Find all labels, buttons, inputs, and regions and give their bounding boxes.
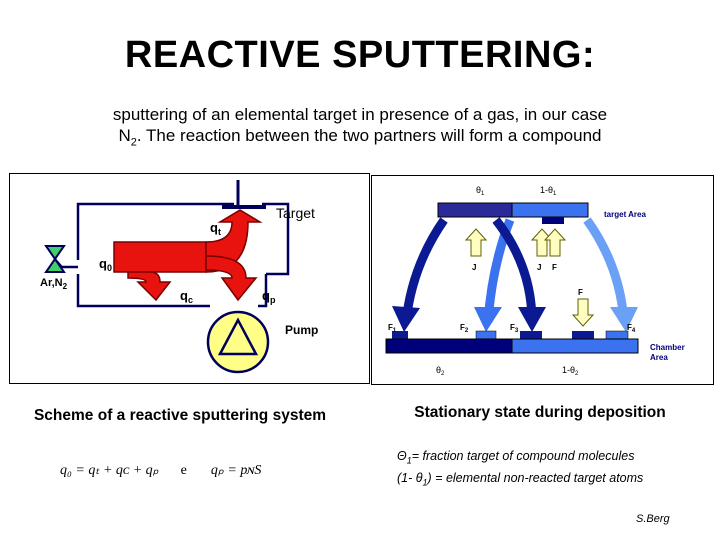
flux-to-f1 — [401, 217, 448, 323]
target-label: Target — [276, 205, 315, 221]
subtitle-line-1: sputtering of an elemental target in pre… — [112, 105, 608, 124]
flow-qc-arrow — [127, 271, 172, 302]
chamber-wall-bottom — [76, 274, 210, 308]
q0-label: q0 — [99, 256, 112, 273]
formula-rhs: qₚ = pɴS — [210, 463, 262, 478]
f2-deposit — [475, 330, 497, 340]
target-compound-island — [542, 217, 564, 224]
f1-deposit — [392, 331, 408, 339]
f4-deposit — [605, 330, 629, 340]
f-top-arrow — [543, 228, 567, 257]
definitions: Θ1= fraction target of compound molecule… — [397, 448, 643, 491]
f-top-label: F — [552, 263, 557, 272]
f-mid-arrow — [571, 298, 595, 327]
flux-arrows-yellow — [464, 228, 595, 327]
definition-theta1: Θ1= fraction target of compound molecule… — [397, 449, 635, 466]
chamber-wall-top — [76, 202, 234, 260]
chamber-wall-right-lower — [258, 274, 268, 308]
right-caption: Stationary state during deposition — [414, 404, 666, 421]
theta2-label: θ2 — [436, 365, 445, 377]
formula-connector: e — [180, 463, 187, 478]
flow-q0 — [113, 241, 207, 273]
subtitle-sub: 2 — [130, 136, 137, 149]
flow-balance-formula: q₀ = qₜ + qᴄ + qₚ e qₚ = pɴS — [60, 462, 261, 479]
stationary-state-diagram: θ1 1-θ1 target Area J J F F — [385, 185, 685, 377]
f3-deposit — [520, 331, 542, 339]
j-right-arrow — [530, 228, 554, 257]
chamber-compound-island — [572, 331, 594, 339]
qp-label: qp — [262, 288, 276, 305]
author-credit: S.Berg — [636, 513, 670, 525]
page-subtitle: sputtering of an elemental target in pre… — [20, 104, 700, 153]
flux-to-f4 — [583, 217, 629, 323]
pump-icon — [206, 310, 270, 374]
sputter-flux-arrows — [401, 217, 629, 323]
stationary-state-panel: θ1 1-θ1 target Area J J F F — [371, 175, 714, 385]
target — [222, 180, 266, 209]
j-left-arrow — [464, 228, 488, 257]
target-compound-area — [437, 202, 513, 218]
definition-one-minus-theta1: (1- θ1) = elemental non-reacted target a… — [397, 470, 644, 488]
gas-flow-arrows — [113, 209, 263, 302]
f2-label: F2 — [460, 323, 469, 334]
gas-label: Ar,N2 — [40, 277, 68, 291]
one-minus-theta2-label: 1-θ2 — [562, 365, 579, 377]
left-caption: Scheme of a reactive sputtering system — [33, 407, 327, 424]
chamber-wall-right — [262, 202, 290, 276]
chamber-area-label-1: Chamber — [650, 343, 685, 352]
f1-label: F1 — [388, 323, 397, 334]
f3-label: F3 — [510, 323, 519, 334]
target-area-label: target Area — [604, 210, 646, 219]
f4-label: F4 — [627, 323, 636, 334]
formula-lhs: q₀ = qₜ + qᴄ + qₚ — [60, 463, 159, 478]
flow-qp-arrow — [205, 255, 258, 302]
sputtering-scheme-diagram: Target Ar,N2 qt q0 qc qp Pump — [40, 180, 318, 374]
qc-label: qc — [180, 288, 193, 305]
target-elemental-area — [511, 202, 589, 218]
f-mid-label: F — [578, 288, 583, 297]
subtitle-line-2: N2. The reaction between the two partner… — [118, 126, 602, 149]
one-minus-theta1-label: 1-θ1 — [540, 185, 557, 197]
theta1-label: θ1 — [476, 185, 485, 197]
j-left-label: J — [472, 263, 476, 272]
sputter-flux-heads — [392, 306, 638, 332]
sputtering-scheme-panel: Target Ar,N2 qt q0 qc qp Pump — [9, 173, 370, 384]
chamber-elemental-area — [511, 338, 639, 354]
j-right-label: J — [537, 263, 541, 272]
subtitle-rest: . The reaction between the two partners … — [136, 126, 602, 145]
valve-icon — [44, 245, 66, 273]
page-title: REACTIVE SPUTTERING: — [124, 34, 596, 76]
subtitle-n: N — [118, 126, 131, 145]
chamber-compound-area — [385, 338, 513, 354]
pump-label: Pump — [285, 323, 318, 337]
qt-label: qt — [210, 220, 221, 237]
chamber-area-label-2: Area — [650, 353, 668, 362]
